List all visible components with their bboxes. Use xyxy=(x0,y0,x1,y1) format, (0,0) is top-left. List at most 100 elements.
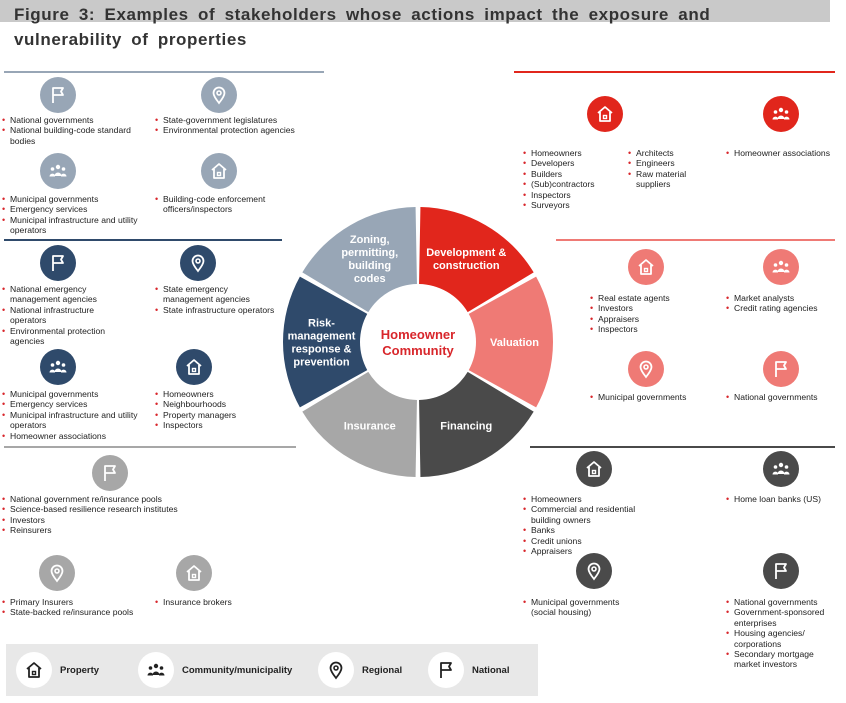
list-risk-national: National emergency management agenciesNa… xyxy=(2,284,132,346)
list-item: Environmental protection agencies xyxy=(2,326,132,347)
list-item: Municipal infrastructure and utility ope… xyxy=(2,410,142,431)
wheel-segment-label-line: prevention xyxy=(293,357,350,369)
list-item: Appraisers xyxy=(523,546,663,557)
wheel-segment-label: Insurance xyxy=(344,421,396,433)
people-icon xyxy=(763,451,799,487)
list-item: Municipal governments (social housing) xyxy=(523,597,643,618)
list-item: Secondary mortgage market investors xyxy=(726,649,840,670)
list-item: Inspectors xyxy=(590,324,700,335)
flag-icon xyxy=(92,455,128,491)
list-item: Raw material suppliers xyxy=(628,169,718,190)
wheel-segment-label-line: Risk- xyxy=(308,318,335,330)
list-item: Municipal governments xyxy=(2,194,142,205)
list-item: Neighbourhoods xyxy=(155,399,275,410)
list-item: Inspectors xyxy=(155,420,275,431)
list-item: National governments xyxy=(726,597,840,608)
flag-icon xyxy=(763,351,799,387)
list-item: Government-sponsored enterprises xyxy=(726,607,840,628)
list-item: Banks xyxy=(523,525,663,536)
list-item: Commercial and residential building owne… xyxy=(523,504,663,525)
list-item: Municipal governments xyxy=(590,392,710,403)
list-risk-regional: State emergency management agenciesState… xyxy=(155,284,275,316)
list-insurance-property: Insurance brokers xyxy=(155,597,275,608)
legend-item-property: Property xyxy=(16,652,99,688)
wheel-segment-label-line: construction xyxy=(433,260,500,272)
figure-title: Figure 3: Examples of stakeholders whose… xyxy=(14,2,824,52)
list-development-professionals: ArchitectsEngineersRaw material supplier… xyxy=(628,148,718,190)
list-item: Emergency services xyxy=(2,204,142,215)
flag-icon xyxy=(40,77,76,113)
wheel-segment-label-line: building xyxy=(348,260,391,272)
house-icon xyxy=(176,555,212,591)
list-item: Homeowner associations xyxy=(2,431,142,442)
wheel-center xyxy=(364,288,472,396)
house-icon xyxy=(628,249,664,285)
list-item: National emergency management agencies xyxy=(2,284,132,305)
list-valuation-national: National governments xyxy=(726,392,841,403)
list-item: Investors xyxy=(590,303,700,314)
wheel-segment-label-line: Valuation xyxy=(490,337,539,349)
list-item: Architects xyxy=(628,148,718,159)
legend-label: Regional xyxy=(362,664,403,676)
list-valuation-property: Real estate agentsInvestorsAppraisersIns… xyxy=(590,293,700,335)
pin-icon xyxy=(318,652,354,688)
list-item: Inspectors xyxy=(523,190,623,201)
list-item: Credit rating agencies xyxy=(726,303,841,314)
title-line-1: Figure 3: Examples of stakeholders whose… xyxy=(14,5,711,24)
rule-zoning xyxy=(4,71,324,73)
list-item: National governments xyxy=(726,392,841,403)
house-icon xyxy=(201,153,237,189)
wheel-segment-label-line: Insurance xyxy=(344,421,396,433)
list-item: Property managers xyxy=(155,410,275,421)
legend-label: National xyxy=(472,664,510,676)
list-item: Developers xyxy=(523,158,623,169)
list-risk-property: HomeownersNeighbourhoodsProperty manager… xyxy=(155,389,275,431)
list-item: State infrastructure operators xyxy=(155,305,275,316)
list-item: Municipal infrastructure and utility ope… xyxy=(2,215,142,236)
legend-item-national: National xyxy=(428,652,509,688)
list-item: National government re/insurance pools xyxy=(2,494,242,505)
wheel-segment-label: Valuation xyxy=(490,337,539,349)
list-item: National building-code standard bodies xyxy=(2,125,142,146)
list-item: Science-based resilience research instit… xyxy=(2,504,242,515)
wheel-segment-label-line: permitting, xyxy=(341,247,398,259)
list-item: Home loan banks (US) xyxy=(726,494,836,505)
legend-item-regional: Regional xyxy=(318,652,402,688)
flag-icon xyxy=(763,553,799,589)
rule-valuation xyxy=(556,239,835,241)
wheel-segment-label: Development &construction xyxy=(426,247,506,272)
wheel-segment xyxy=(419,371,534,477)
list-item: National governments xyxy=(2,115,142,126)
list-financing-property: HomeownersCommercial and residential bui… xyxy=(523,494,663,557)
list-item: (Sub)contractors xyxy=(523,179,623,190)
list-item: Housing agencies/ corporations xyxy=(726,628,840,649)
people-icon xyxy=(40,153,76,189)
rule-financing xyxy=(530,446,835,448)
list-item: National infrastructure operators xyxy=(2,305,132,326)
legend: Property Community/municipality Regional… xyxy=(6,644,538,696)
legend-label: Property xyxy=(60,664,100,676)
list-valuation-community: Market analystsCredit rating agencies xyxy=(726,293,841,314)
list-development-property: HomeownersDevelopersBuilders(Sub)contrac… xyxy=(523,148,623,211)
people-icon xyxy=(40,349,76,385)
pin-icon xyxy=(201,77,237,113)
list-item: Primary Insurers xyxy=(2,597,142,608)
list-development-community: Homeowner associations xyxy=(726,148,846,159)
wheel-center-label: Homeowner xyxy=(381,327,455,342)
list-item: Emergency services xyxy=(2,399,142,410)
list-item: Reinsurers xyxy=(2,525,242,536)
list-zoning-regional: State-government legislaturesEnvironment… xyxy=(155,115,325,136)
rule-insurance xyxy=(4,446,296,448)
house-icon xyxy=(16,652,52,688)
house-icon xyxy=(576,451,612,487)
house-icon xyxy=(587,96,623,132)
rule-development xyxy=(514,71,835,73)
list-risk-community: Municipal governmentsEmergency servicesM… xyxy=(2,389,142,441)
list-item: Real estate agents xyxy=(590,293,700,304)
list-item: Building-code enforcement officers/inspe… xyxy=(155,194,295,215)
list-item: Environmental protection agencies xyxy=(155,125,325,136)
pin-icon xyxy=(39,555,75,591)
list-item: Surveyors xyxy=(523,200,623,211)
